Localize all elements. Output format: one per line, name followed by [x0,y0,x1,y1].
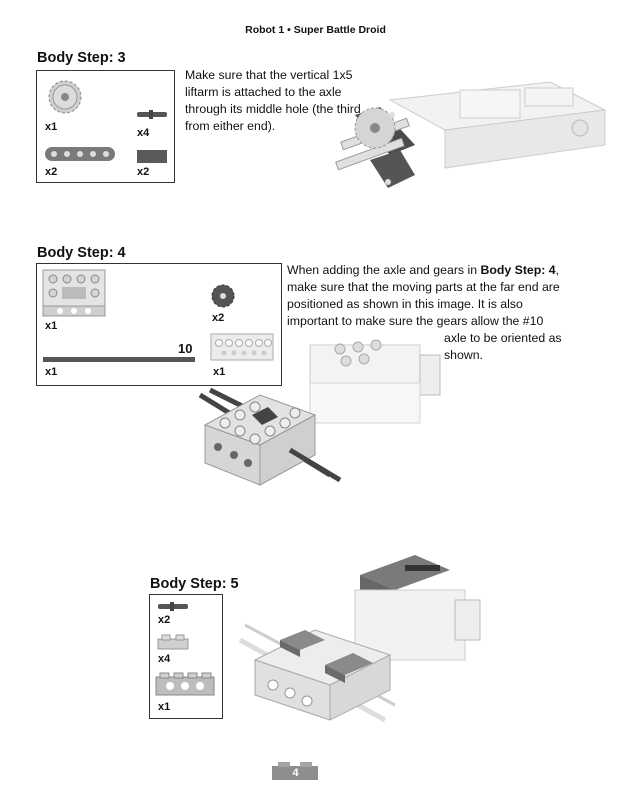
step4-title: Body Step: 4 [37,245,126,261]
gear-16t-icon [47,79,83,115]
technic-plate-4x6-icon [43,270,107,318]
axle-pin-icon [158,601,192,613]
step3-parts-box: x1 x4 x2 x2 [36,70,175,183]
page-number-badge: 4 [272,760,319,780]
part-qty: x2 [158,614,170,626]
part-qty: x1 [45,121,57,133]
gear-8t-icon [211,284,237,310]
part-qty: x4 [158,653,170,665]
axle-connector-icon [137,150,169,164]
part-qty: x1 [158,701,170,713]
part-qty: x1 [45,320,57,332]
step5-parts-box: x2 x4 x1 [149,594,223,719]
part-qty: x4 [137,127,149,139]
part-qty: x2 [137,166,149,178]
part-qty: x2 [45,166,57,178]
step4-text-bold: Body Step: 4 [480,263,555,277]
step5-assembly-illustration [235,545,505,725]
step3-title: Body Step: 3 [37,50,126,66]
plate-1x2-icon [158,635,192,651]
step4-text-before: When adding the axle and gears in [287,263,480,277]
axle-pin-icon [137,109,169,121]
part-qty: x2 [212,312,224,324]
liftarm-1x5-icon [45,146,117,162]
technic-brick-1x4-icon [156,673,216,697]
step4-assembly-illustration [190,335,450,485]
page-header: Robot 1 • Super Battle Droid [0,24,631,36]
step4-instructions-tail: axle to be oriented as shown. [444,330,574,364]
step3-assembly-illustration [320,70,610,195]
step5-title: Body Step: 5 [150,576,239,592]
part-qty: x1 [45,366,57,378]
axle-10-icon [43,356,197,364]
page-number: 4 [272,767,319,779]
step4-instructions: When adding the axle and gears in Body S… [287,262,577,330]
